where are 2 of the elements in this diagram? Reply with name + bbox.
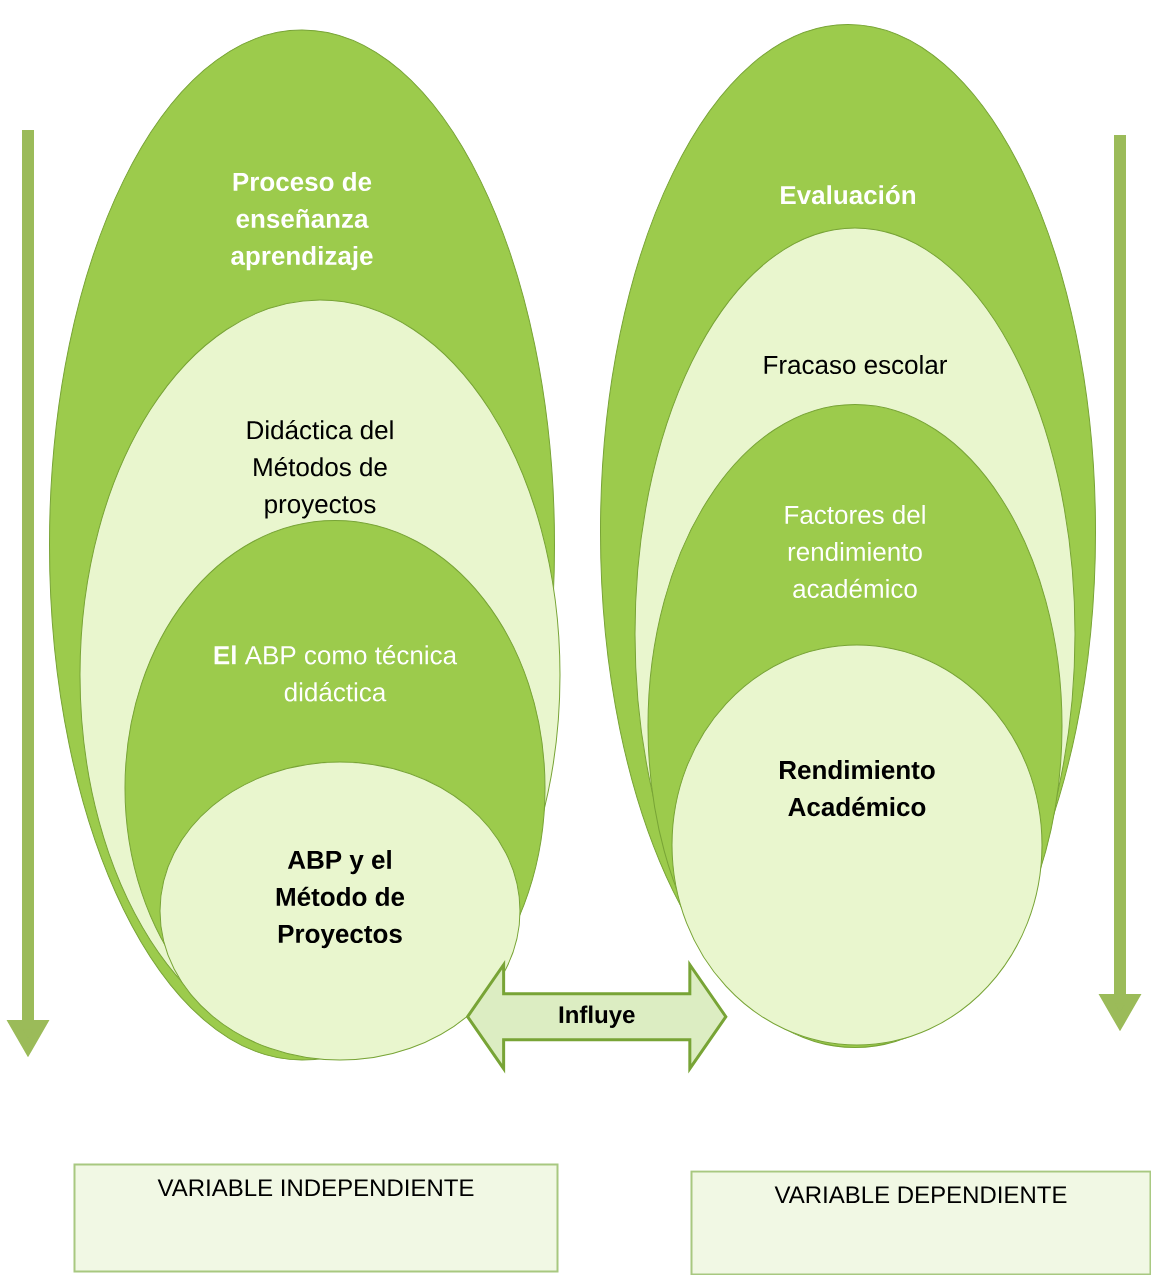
- label-box: VARIABLE INDEPENDIENTE: [73, 1163, 559, 1273]
- label-box: VARIABLE DEPENDIENTE: [690, 1170, 1151, 1275]
